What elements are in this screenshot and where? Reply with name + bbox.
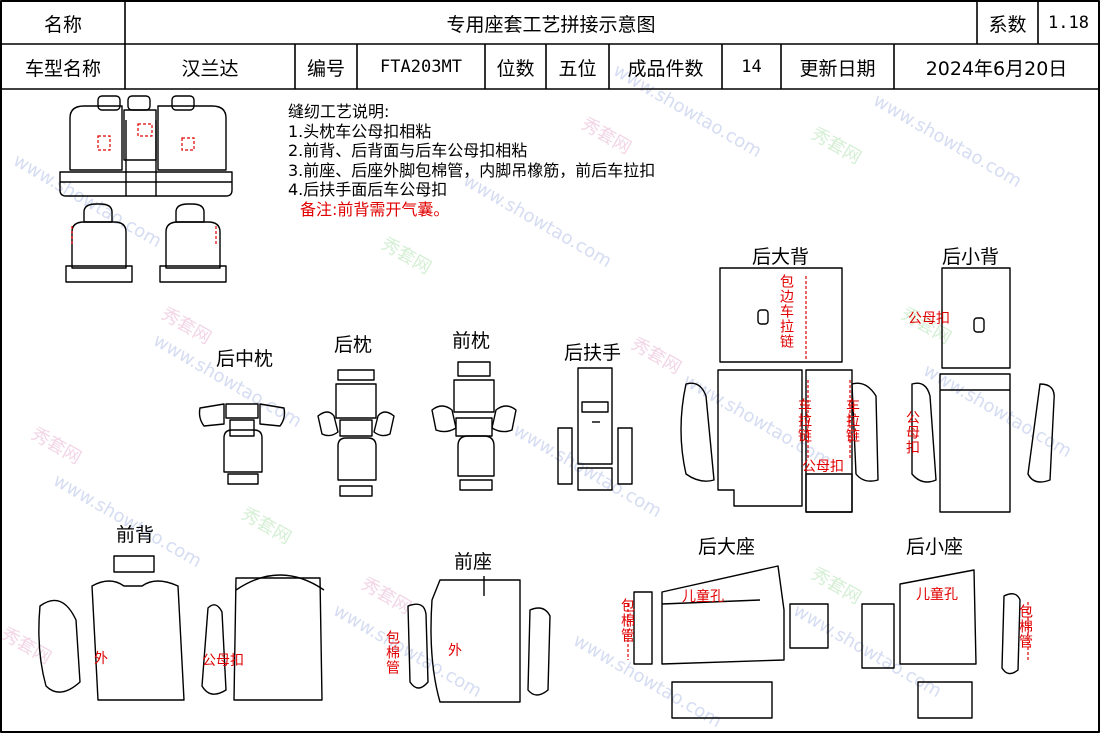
code-value: FTA203MT xyxy=(380,57,462,77)
part-title-front-back: 前背 xyxy=(116,524,155,546)
rear-big-seat-pieces xyxy=(633,565,829,719)
seat-overview-diagram xyxy=(59,95,233,283)
airbag-mark xyxy=(181,137,195,151)
date-label: 更新日期 xyxy=(799,57,876,80)
model-value: 汉兰达 xyxy=(181,57,239,80)
notes-line: 1.头枕车公母扣相粘 xyxy=(288,121,432,141)
rear-middle-headrest-pieces xyxy=(198,403,286,485)
annotation-outer: 外 xyxy=(448,643,462,659)
airbag-mark xyxy=(137,123,153,137)
notes-heading: 缝纫工艺说明: xyxy=(288,102,390,121)
seats-label: 位数 xyxy=(496,57,535,80)
coef-value: 1.18 xyxy=(1048,13,1089,33)
date-value: 2024年6月20日 xyxy=(925,57,1068,80)
name-label: 名称 xyxy=(43,13,82,36)
seats-value: 五位 xyxy=(558,57,597,80)
pieces-value: 14 xyxy=(741,57,762,77)
notes-line: 3.前座、后座外脚包棉管，内脚吊橡筋，前后车拉扣 xyxy=(288,160,656,180)
part-title-rear-small-seat: 后小座 xyxy=(906,536,964,558)
annotation-snap: 公母扣 xyxy=(908,311,950,327)
rear-big-back-pieces xyxy=(680,267,879,513)
part-title-rear-small-back: 后小背 xyxy=(942,246,1000,268)
annotation-pipe: 包棉管 xyxy=(384,630,400,675)
part-title-rear-big-back: 后大背 xyxy=(752,246,810,268)
annotation-pipe: 包棉管 xyxy=(1017,604,1033,649)
notes-line: 2.前背、后背面与后车公母扣相粘 xyxy=(288,141,528,160)
rear-headrest-pieces xyxy=(317,369,395,497)
front-headrest-pieces xyxy=(431,361,517,491)
rear-small-seat-pieces xyxy=(861,569,1021,719)
coef-label: 系数 xyxy=(988,13,1027,36)
annotation-outer: 外 xyxy=(94,651,108,667)
part-title-rear-middle-headrest: 后中枕 xyxy=(216,348,274,370)
annotation-snap: 公母扣 xyxy=(904,410,920,455)
notes-line: 4.后扶手面后车公母扣 xyxy=(288,180,448,199)
annotation-child-hole: 儿童孔 xyxy=(916,587,958,603)
front-seat-pieces xyxy=(407,576,551,703)
airbag-mark xyxy=(97,135,111,151)
part-title-rear-headrest: 后枕 xyxy=(334,334,373,356)
annotation-zip: 车拉链 xyxy=(844,398,860,443)
rear-small-back-pieces xyxy=(911,267,1055,513)
code-label: 编号 xyxy=(306,57,345,80)
notes-remark: 备注:前背需开气囊。 xyxy=(300,199,450,219)
annotation-child-hole: 儿童孔 xyxy=(682,589,724,605)
annotation-snap: 公母扣 xyxy=(802,459,844,475)
annotation-zip: 包边车拉链 xyxy=(778,274,794,349)
sewing-notes: 缝纫工艺说明: 1.头枕车公母扣相粘 2.前背、后背面与后车公母扣相粘 3.前座… xyxy=(288,102,655,219)
front-back-pieces xyxy=(38,555,325,701)
annotation-zip: 车拉链 xyxy=(796,398,812,443)
pieces-label: 成品件数 xyxy=(627,57,704,80)
annotation-snap: 公母扣 xyxy=(202,653,244,669)
part-title-rear-armrest: 后扶手 xyxy=(564,342,622,364)
part-title-rear-big-seat: 后大座 xyxy=(698,536,756,558)
rear-armrest-pieces xyxy=(557,367,633,491)
page-title: 专用座套工艺拼接示意图 xyxy=(446,13,656,36)
part-title-front-seat: 前座 xyxy=(454,551,493,573)
model-label: 车型名称 xyxy=(24,57,101,80)
part-title-front-headrest: 前枕 xyxy=(452,330,491,352)
annotation-pipe: 包棉管 xyxy=(619,598,635,643)
